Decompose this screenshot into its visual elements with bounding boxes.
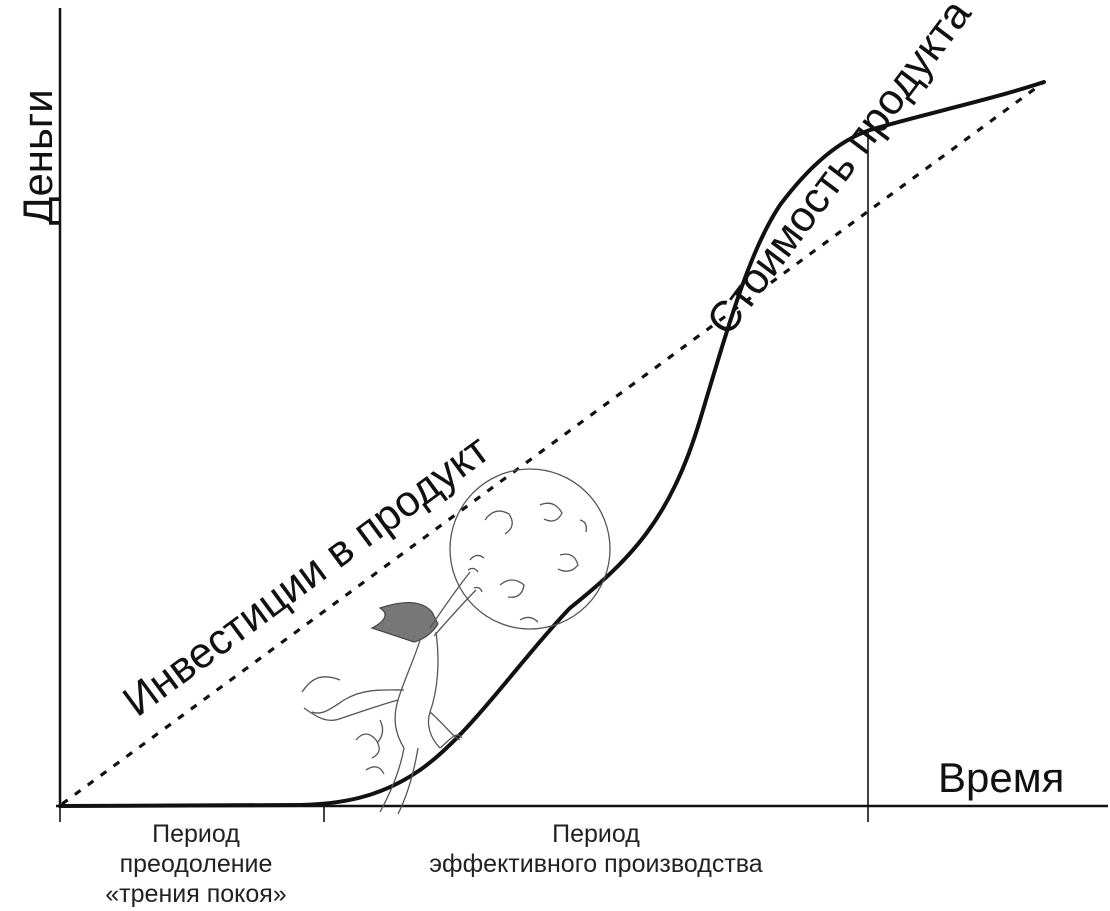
period-1-line-1: Период <box>152 820 240 848</box>
period-1-line-3: «трения покоя» <box>105 880 286 908</box>
y-axis-label: Деньги <box>14 89 61 225</box>
investment-line <box>61 80 1045 806</box>
hair-shape <box>370 601 439 643</box>
period-1-label: Период преодоление «трения покоя» <box>105 820 286 908</box>
period-2-line-1: Период <box>552 820 640 848</box>
x-axis-label: Время <box>938 754 1064 801</box>
period-2-label: Период эффективного производства <box>429 820 763 878</box>
sisyphus-pushing-boulder-icon <box>301 468 611 815</box>
period-2-line-2: эффективного производства <box>429 850 763 878</box>
product-value-curve <box>58 80 1046 808</box>
value-label: Стоимость продукта <box>698 0 981 344</box>
period-1-line-2: преодоление <box>120 850 273 878</box>
investment-label: Инвестиции в продукт <box>114 426 498 727</box>
